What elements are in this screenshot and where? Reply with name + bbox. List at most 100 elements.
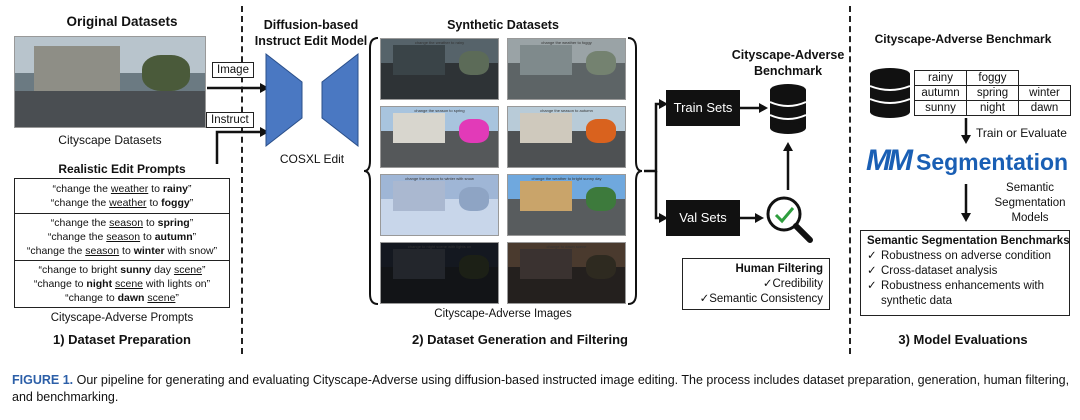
models-label-1: Semantic [1006,182,1054,194]
val-arrow [740,213,764,223]
synthetic-tile: change the season to autumn [507,106,626,168]
bench-item-enhancements: ✓Robustness enhancements with [867,280,1045,292]
human-filtering-box: Human Filtering ✓Credibility ✓Semantic C… [682,258,830,310]
synthetic-tile: change to night scene with lights on [380,242,499,304]
table-cell: autumn [914,85,967,101]
cityscape-adverse-images-label: Cityscape-Adverse Images [434,308,572,320]
prompt-group-scene: “change to bright sunny day scene” “chang… [14,260,230,308]
models-label-2: Segmentation [994,197,1066,209]
prompt-line: “change the season to winter with snow” [26,245,218,257]
up-arrow [783,142,793,190]
table-cell: rainy [914,70,967,86]
mmseg-word: Segmentation [916,149,1069,175]
train-arrow [740,103,768,113]
table-cell [1019,71,1071,86]
cityscape-adverse-prompts-label: Cityscape-Adverse Prompts [50,312,194,324]
table-cell: winter [1018,85,1071,101]
benchmark-title-line1: Cityscape-Adverse [731,48,845,62]
synthetic-tile: change the weather to rainy [380,38,499,100]
realistic-edit-prompts-title: Realistic Edit Prompts [58,162,186,176]
prompt-line: “change the season to autumn” [47,231,197,243]
check-icon: ✓ [867,250,877,262]
check-icon: ✓ [867,280,877,292]
cityscape-datasets-label: Cityscape Datasets [58,133,162,147]
check-icon: ✓ [699,293,710,305]
tile-caption: change the weather to bright sunny day [531,176,602,181]
synthetic-tile: change to dawn scene [507,242,626,304]
bench-item-cross-dataset: ✓Cross-dataset analysis [867,265,998,277]
figure-caption: FIGURE 1. Our pipeline for generating an… [12,372,1072,406]
filter-item-credibility: ✓Credibility [689,277,823,292]
table-cell: night [966,100,1019,116]
check-icon: ✓ [867,265,877,277]
table-cell: spring [966,85,1019,101]
prompt-line: “change the weather to foggy” [50,197,194,209]
instruct-label: Instruct [206,112,254,128]
input-arrows [207,83,269,164]
model-name: COSXL Edit [279,152,345,166]
caption-text: Our pipeline for generating and evaluati… [12,373,1070,404]
synthetic-tile: change the weather to foggy [507,38,626,100]
benchmarks-title: Semantic Segmentation Benchmarks [867,235,1070,247]
bench-item-synthetic: synthetic data [881,295,952,307]
divider-2 [849,6,851,354]
human-filtering-title: Human Filtering [735,263,823,275]
database-icon-2 [869,68,911,118]
prompt-group-weather: “change the weather to rainy” “change the… [14,178,230,214]
diffusion-model-icon [265,52,359,148]
split-arrows [644,99,668,223]
section1-footer: 1) Dataset Preparation [53,332,191,347]
prompt-line: “change the season to spring” [50,217,194,229]
bracket-left [363,37,379,305]
prompt-line: “change to night scene with lights on” [33,278,211,290]
bracket-right [627,37,643,305]
prompt-line: “change the weather to rainy” [52,183,192,195]
models-label-3: Models [1011,212,1049,224]
table-cell: sunny [914,100,967,116]
model-title-line2: Instruct Edit Model [254,34,368,48]
tile-caption: change the season to winter with snow [405,176,474,181]
segmentation-benchmarks-box: Semantic Segmentation Benchmarks ✓Robust… [860,230,1070,316]
prompt-line: “change to dawn scene” [65,292,179,304]
mmseg-prefix: MM [866,144,913,177]
tile-caption: change the season to autumn [540,108,593,113]
divider-1 [241,6,243,354]
figure-label: FIGURE 1. [12,373,74,387]
check-icon: ✓ [762,278,773,290]
synthetic-datasets-title: Synthetic Datasets [447,18,559,32]
prompt-group-season: “change the season to spring” “change the… [14,213,230,261]
filter-item-semantic: ✓Semantic Consistency [689,292,823,307]
magnifier-check-icon [766,196,813,243]
mmsegmentation-logo: MM Segmentation [866,144,1069,178]
val-sets-box: Val Sets [666,200,740,236]
tile-caption: change the season to spring [414,108,465,113]
train-or-evaluate-label: Train or Evaluate [976,126,1067,140]
tile-caption: change the weather to foggy [541,40,592,45]
cityscape-photo [14,36,206,128]
synthetic-tile: change the season to winter with snow [380,174,499,236]
synthetic-tile: change the weather to bright sunny day [507,174,626,236]
image-label: Image [212,62,254,78]
synthetic-image-grid: change the weather to rainy change the we… [380,38,626,304]
tile-caption: change to dawn scene [546,244,587,249]
table-cell: dawn [1018,100,1071,116]
benchmark-title-line2: Benchmark [753,64,823,78]
model-title-line1: Diffusion-based [263,18,359,32]
tile-caption: change to night scene with lights on [407,244,472,249]
section2-footer: 2) Dataset Generation and Filtering [412,332,628,347]
down-arrow-1 [961,118,971,144]
prompt-line: “change to bright sunny day scene” [38,264,206,276]
table-cell: foggy [966,70,1019,86]
section3-title: Cityscape-Adverse Benchmark [874,32,1052,46]
tile-caption: change the weather to rainy [414,40,465,45]
section3-footer: 3) Model Evaluations [898,332,1028,347]
database-icon [769,84,807,134]
down-arrow-2 [961,184,971,222]
original-datasets-title: Original Datasets [66,14,178,29]
bench-item-robustness: ✓Robustness on adverse condition [867,250,1052,262]
train-sets-box: Train Sets [666,90,740,126]
synthetic-tile: change the season to spring [380,106,499,168]
